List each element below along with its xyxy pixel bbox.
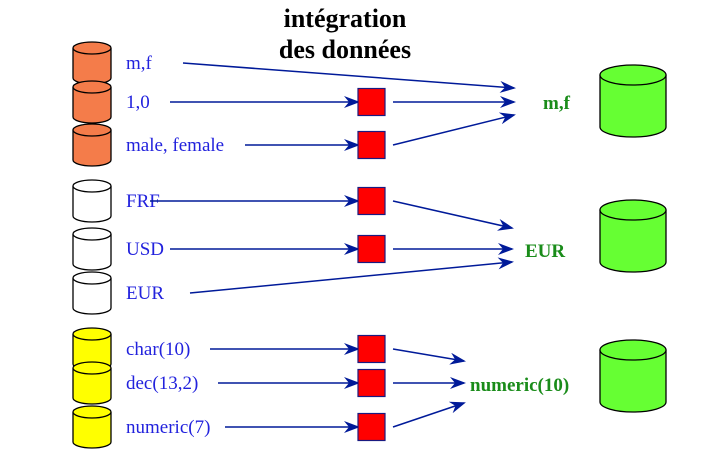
source-label: m,f [126, 53, 153, 74]
source-datatype-2: numeric(7) [72, 401, 466, 449]
source-database-icon [72, 41, 112, 85]
title-line-2: des données [279, 35, 411, 64]
transform-box [357, 87, 386, 117]
title-line-1: intégration [284, 4, 407, 33]
source-database-icon [72, 271, 112, 315]
source-gender-1: 1,0 [72, 80, 516, 124]
target-database-icon [599, 339, 667, 413]
source-label: USD [126, 239, 164, 260]
target-database-icon [599, 64, 667, 138]
source-label: char(10) [126, 339, 190, 360]
source-database-icon [72, 179, 112, 223]
source-database-icon [72, 361, 112, 405]
source-label: EUR [126, 283, 164, 304]
transform-box [357, 234, 386, 264]
group-currency: FRF USD EUR EUR [72, 179, 667, 315]
source-database-icon [72, 227, 112, 271]
transform-box [357, 186, 386, 216]
direct-arrow [189, 257, 514, 294]
source-database-icon [72, 405, 112, 449]
output-arrow [392, 401, 466, 428]
target-label: numeric(10) [470, 375, 569, 396]
target-label: EUR [525, 241, 565, 262]
direct-arrow [182, 62, 516, 93]
source-label: numeric(7) [126, 417, 210, 438]
target-label: m,f [543, 93, 571, 114]
target-datatype: numeric(10) [470, 339, 667, 413]
source-currency-2: EUR [72, 257, 514, 315]
transform-box [357, 334, 386, 364]
source-gender-0: m,f [72, 41, 516, 93]
target-gender: m,f [543, 64, 667, 138]
source-label: male, female [126, 135, 224, 156]
group-datatype: char(10) dec(13,2) numeric(7) numeric(10) [72, 327, 667, 449]
output-arrow [392, 200, 514, 231]
target-currency: EUR [525, 199, 667, 273]
output-arrow [392, 348, 466, 365]
source-currency-1: USD [72, 227, 514, 271]
source-label: 1,0 [126, 92, 150, 113]
source-gender-2: male, female [72, 112, 516, 167]
source-datatype-0: char(10) [72, 327, 466, 371]
source-currency-0: FRF [72, 179, 514, 231]
source-database-icon [72, 80, 112, 124]
source-label: FRF [126, 191, 160, 212]
output-arrow [392, 112, 516, 146]
transform-box [357, 368, 386, 398]
group-gender: m,f 1,0 male, female m,f [72, 41, 667, 167]
target-database-icon [599, 199, 667, 273]
transform-box [357, 412, 386, 442]
transform-box [357, 130, 386, 160]
source-datatype-1: dec(13,2) [72, 361, 466, 405]
source-label: dec(13,2) [126, 373, 198, 394]
source-database-icon [72, 123, 112, 167]
